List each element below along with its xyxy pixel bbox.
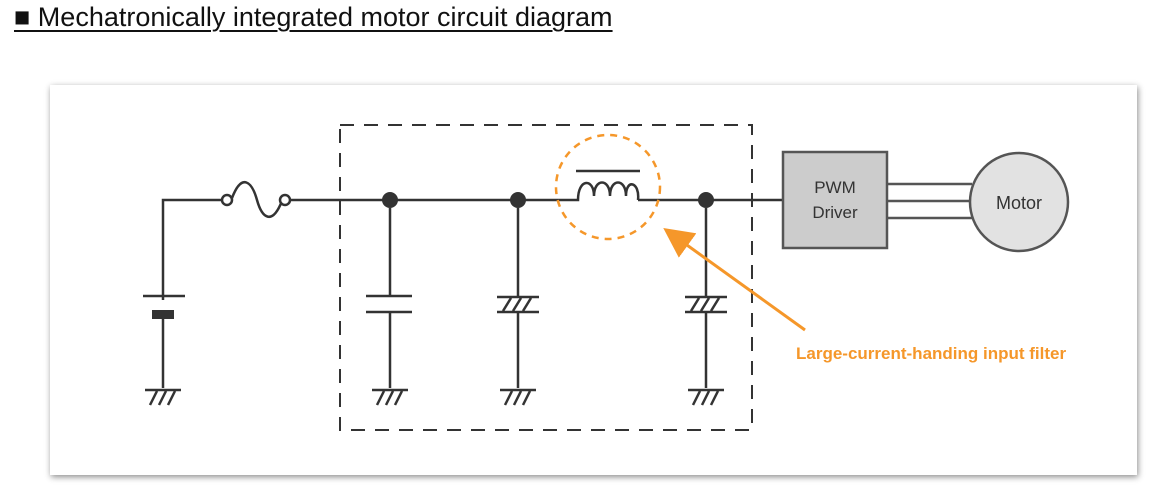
ground-symbol	[500, 388, 536, 406]
pwm-driver-label-line1: PWM	[814, 178, 856, 197]
pwm-driver-box	[781, 150, 889, 250]
battery-branch	[143, 198, 222, 388]
motor-symbol	[968, 151, 1070, 253]
fuse-symbol	[220, 181, 292, 218]
inductor-highlight	[554, 133, 662, 241]
motor-label: Motor	[996, 193, 1042, 213]
diagram-panel	[50, 85, 1137, 475]
ground-symbol	[145, 388, 181, 406]
page-title: ■ Mechatronically integrated motor circu…	[14, 2, 613, 32]
callout-arrow	[663, 227, 806, 332]
junction-node	[382, 192, 398, 208]
capacitor-1	[366, 208, 412, 388]
pwm-driver-label-line2: Driver	[812, 203, 858, 222]
capacitor-3	[685, 208, 727, 388]
capacitor-2	[497, 208, 539, 388]
ground-symbol	[372, 388, 408, 406]
junction-node	[698, 192, 714, 208]
filter-callout-label: Large-current-handing input filter	[796, 344, 1066, 363]
inductor-symbol	[576, 169, 640, 202]
junction-node	[510, 192, 526, 208]
ground-symbol	[688, 388, 724, 406]
three-phase-wires	[887, 182, 972, 220]
filter-enclosure	[339, 124, 753, 431]
